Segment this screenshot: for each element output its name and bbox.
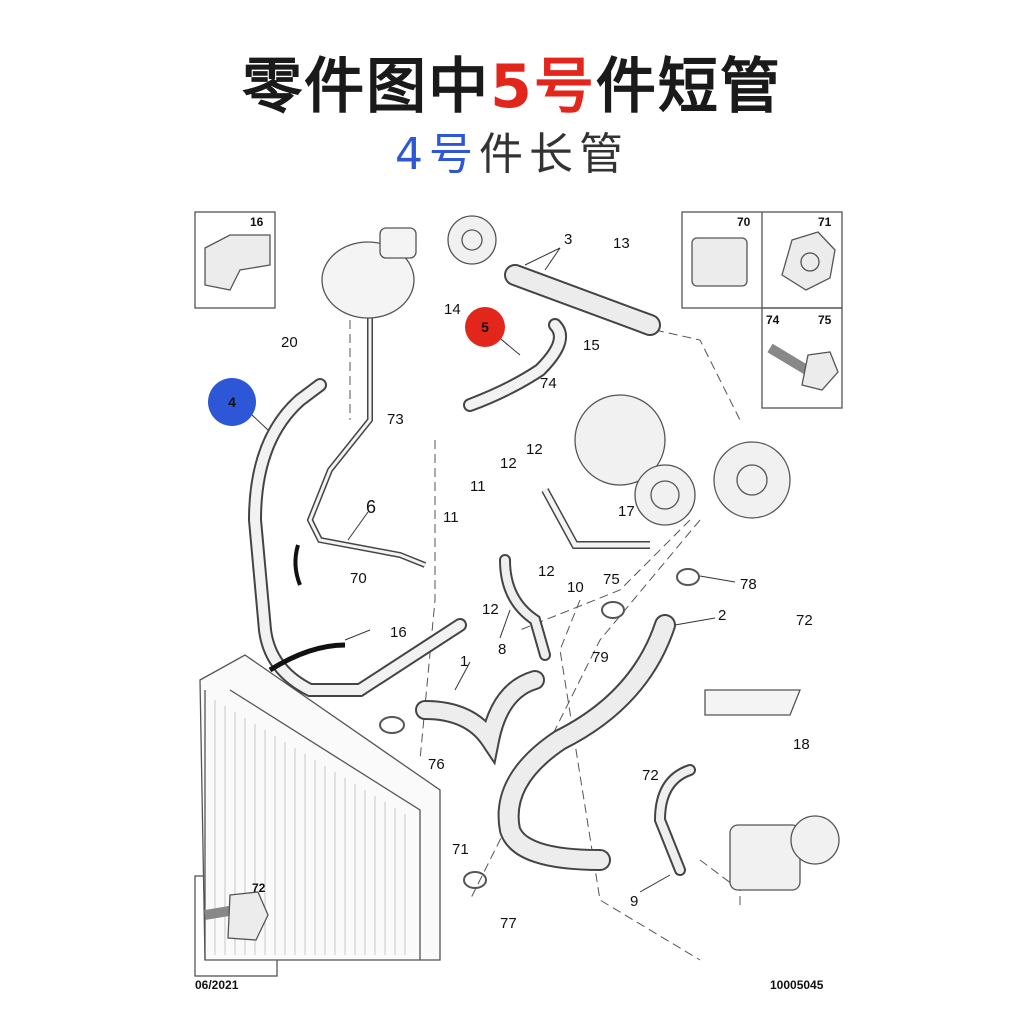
label-11-a: 11 (470, 478, 486, 495)
title-text-end: 件短管 (595, 52, 782, 122)
label-1: 1 (460, 653, 468, 670)
label-79: 79 (592, 649, 609, 666)
line-6 (306, 290, 427, 568)
label-6: 6 (366, 497, 376, 517)
label-10: 10 (567, 579, 584, 596)
egr-cooler (729, 815, 840, 891)
label-18: 18 (793, 736, 810, 753)
label-12-b: 12 (526, 441, 543, 458)
label-14: 14 (444, 301, 461, 318)
inset-box-74-75 (761, 307, 843, 409)
label-8: 8 (498, 641, 506, 658)
label-72-a: 72 (796, 612, 813, 629)
label-74-inset: 74 (766, 313, 780, 327)
footer-code: 10005045 (770, 978, 824, 992)
label-70: 70 (350, 570, 367, 587)
label-12-a: 12 (500, 455, 517, 472)
label-77: 77 (500, 915, 517, 932)
label-74: 74 (540, 375, 557, 392)
label-16-inset: 16 (250, 215, 264, 229)
page-title: 零件图中5号件短管 (0, 38, 1024, 125)
label-12-c: 12 (538, 563, 555, 580)
title-text: 零件图中 (242, 52, 491, 122)
page-subtitle: 4号件长管 (0, 118, 1024, 182)
label-12-d: 12 (482, 601, 499, 618)
label-76: 76 (428, 756, 445, 773)
label-11-b: 11 (443, 509, 459, 526)
callout-5-red (465, 307, 505, 347)
label-75-inset: 75 (818, 313, 832, 327)
callout-4-blue (208, 378, 256, 426)
footer-date: 06/2021 (195, 978, 239, 992)
label-75: 75 (603, 571, 620, 588)
label-16: 16 (390, 624, 407, 641)
subtitle-highlight: 4号 (395, 129, 479, 180)
label-2: 2 (718, 607, 726, 624)
callout-5-label: 5 (481, 319, 489, 335)
label-15: 15 (583, 337, 600, 354)
label-71: 71 (452, 841, 469, 858)
turbocharger (574, 394, 696, 526)
label-73: 73 (387, 411, 404, 428)
label-71-inset: 71 (818, 215, 832, 229)
expansion-tank (321, 227, 417, 319)
title-highlight: 5号 (490, 52, 596, 122)
label-17: 17 (618, 503, 635, 520)
inset-box-16 (194, 211, 276, 309)
thermostat-housing (713, 441, 791, 519)
label-72-b: 72 (642, 767, 659, 784)
callout-4-label: 4 (228, 394, 236, 410)
label-72-inset: 72 (252, 881, 266, 895)
water-pump (447, 215, 497, 265)
label-13: 13 (613, 235, 630, 252)
bracket-18 (704, 689, 801, 716)
label-9: 9 (630, 893, 638, 910)
subtitle-text: 件长管 (479, 129, 629, 180)
label-78: 78 (740, 576, 757, 593)
label-20: 20 (281, 334, 298, 351)
label-3: 3 (564, 231, 572, 248)
label-70-inset: 70 (737, 215, 751, 229)
